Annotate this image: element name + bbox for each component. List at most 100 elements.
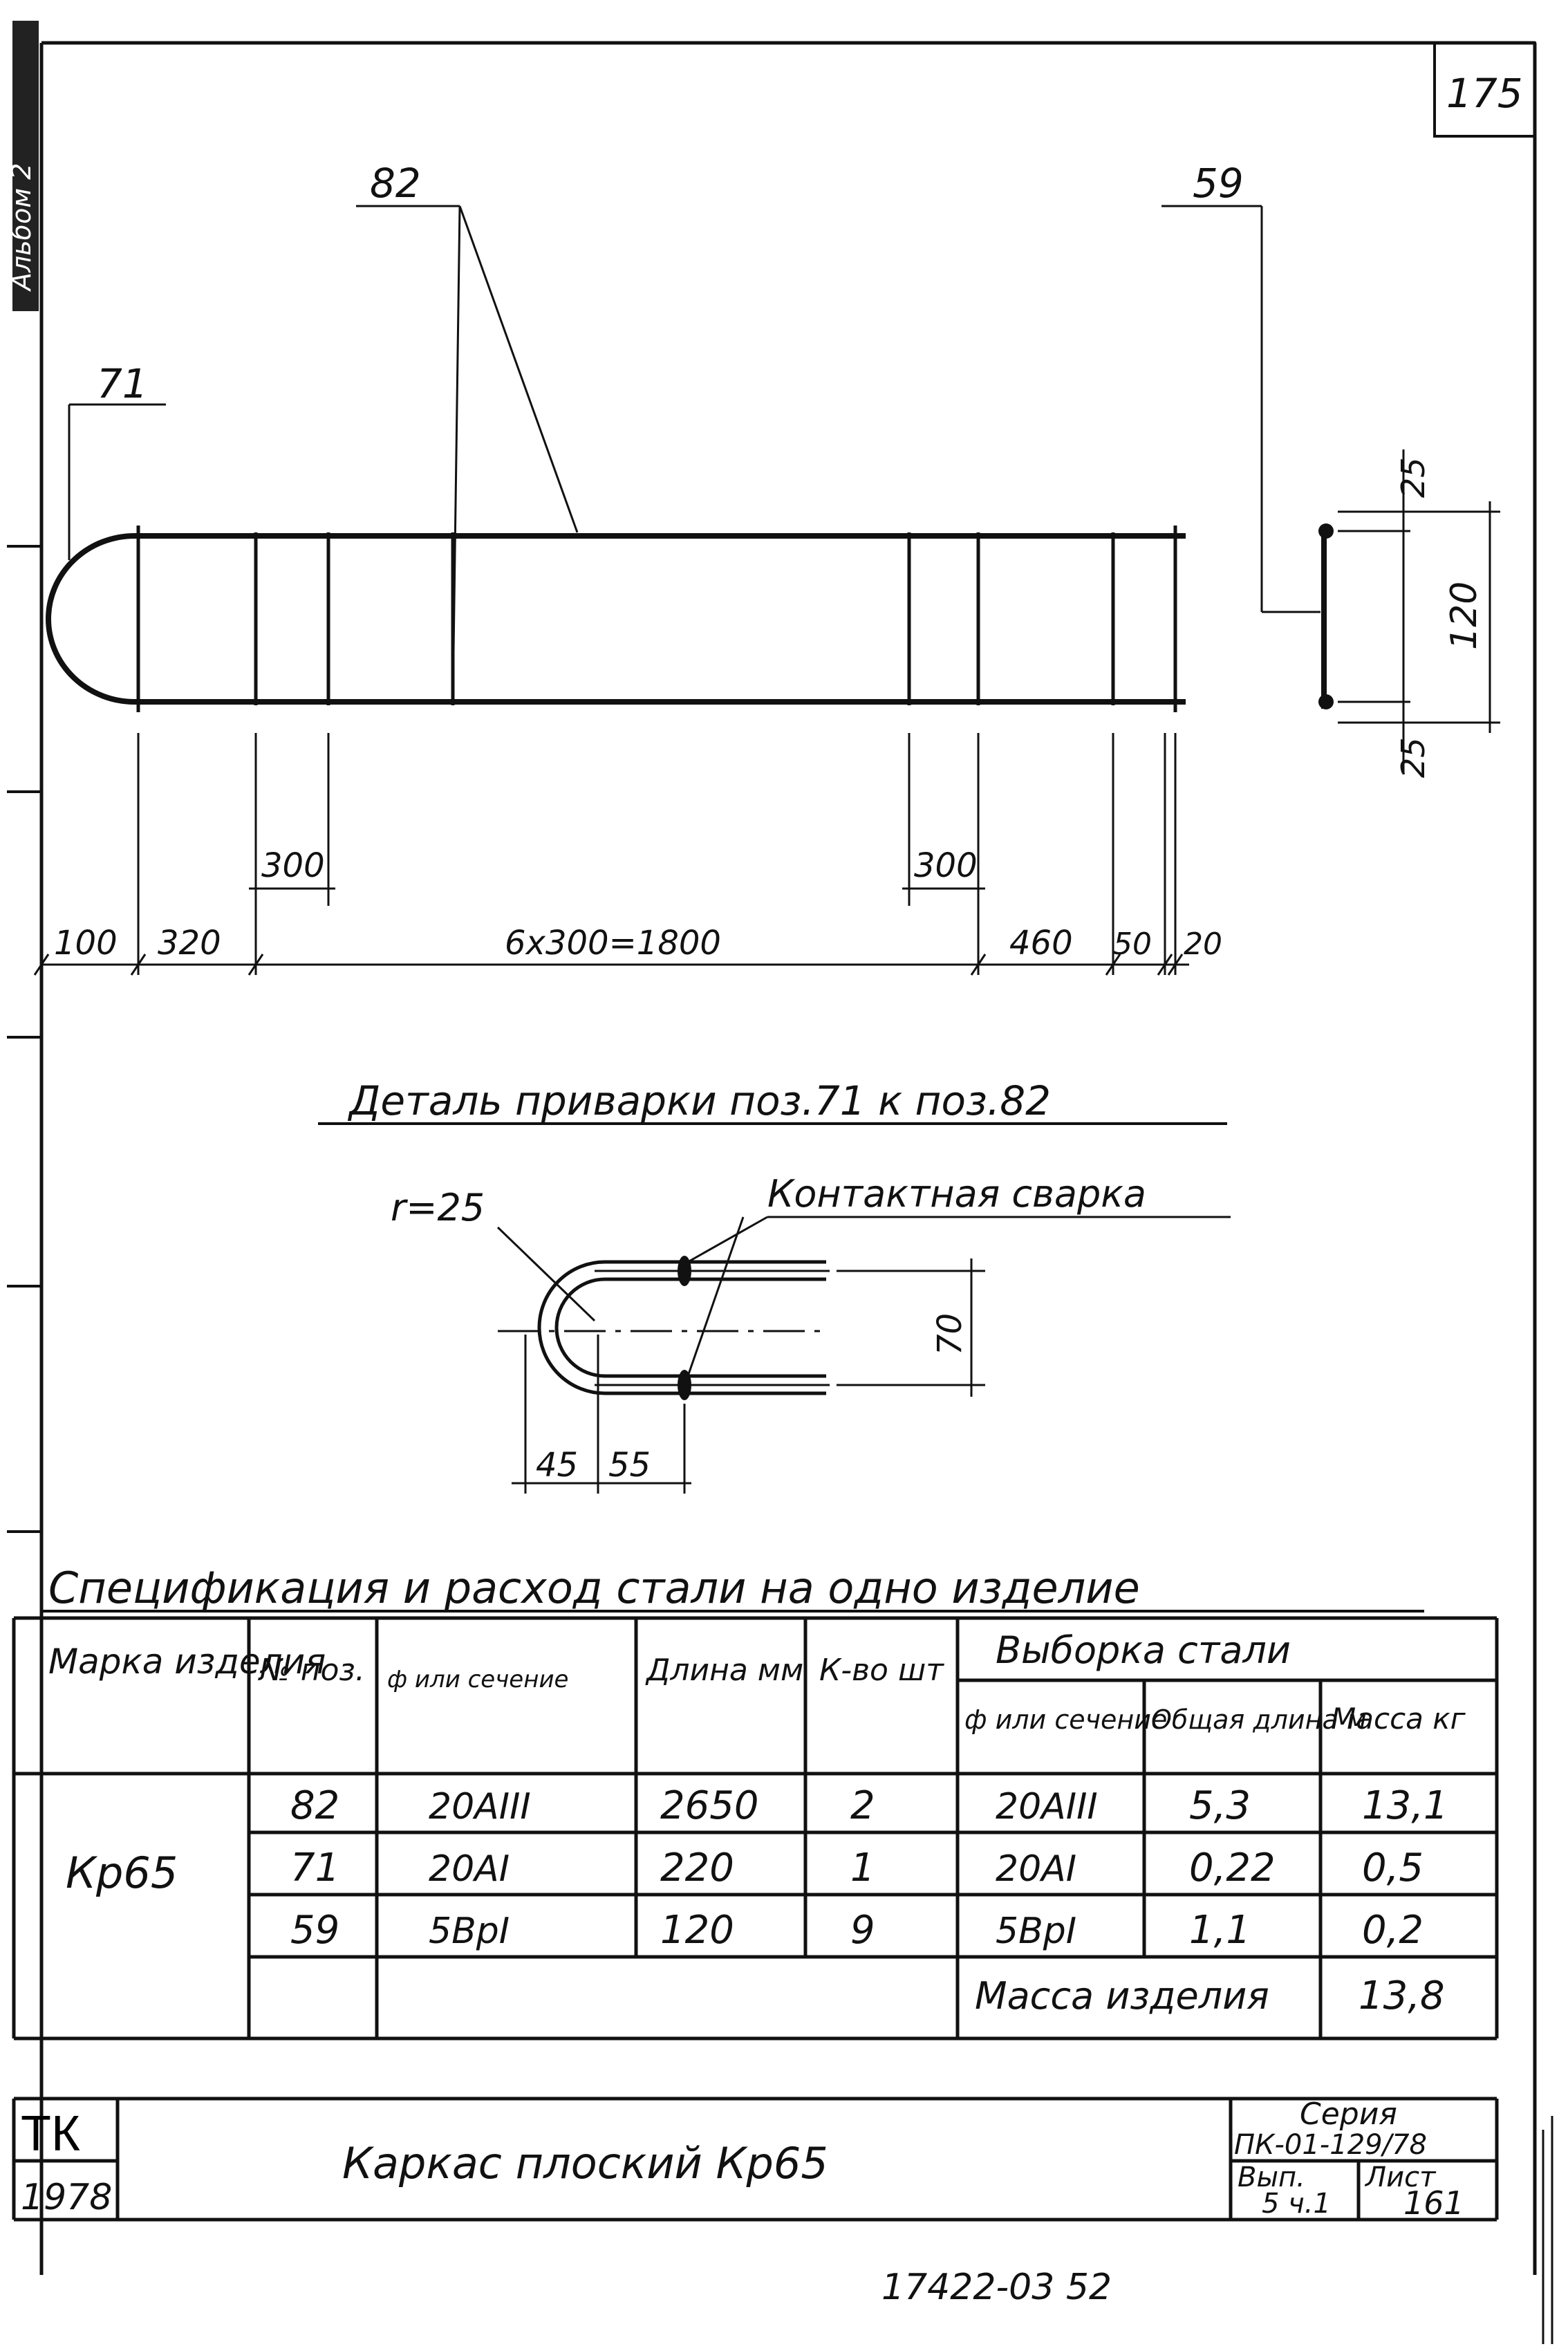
issue-label: Вып.	[1238, 2162, 1305, 2193]
callout-59: 59	[1193, 160, 1244, 207]
header-qty: К-во шт	[819, 1653, 944, 1688]
sheet-frame	[39, 41, 1537, 2275]
header-pos: № поз.	[257, 1653, 365, 1688]
side-stamp-text: Альбом 2	[6, 163, 37, 292]
weld-callout-label: Контактная сварка	[767, 1172, 1146, 1216]
weld-dim-70-lines	[837, 1258, 985, 1397]
table-row: 59 5BpI 120 9 5BpI 1,1 0,2	[290, 1908, 1424, 1953]
spec-title: Спецификация и расход стали на одно изде…	[48, 1563, 1140, 1613]
row-sel-section: 20AIII	[996, 1786, 1098, 1828]
row-total-length: 0,22	[1189, 1846, 1276, 1890]
table-row: 82 20AIII 2650 2 20AIII 5,3 13,1	[290, 1783, 1448, 1828]
row-length: 220	[660, 1846, 734, 1890]
weld-dim-70: 70	[931, 1313, 969, 1355]
row-sel-section: 20AI	[996, 1848, 1076, 1890]
mark-value: Кр65	[66, 1848, 178, 1898]
series-label: Серия	[1300, 2097, 1397, 2132]
section-dim-bottom: 25	[1394, 737, 1432, 778]
row-mass: 13,1	[1362, 1783, 1448, 1828]
row-qty: 2	[850, 1783, 875, 1828]
header-sel-mass: Масса кг	[1331, 1702, 1466, 1736]
section-bar-top	[1318, 523, 1334, 539]
header-mark: Марка изделия	[48, 1642, 326, 1682]
row-sel-section: 5BpI	[996, 1911, 1076, 1952]
bottom-code: 17422-03 52	[881, 2267, 1112, 2308]
sheet-value: 161	[1403, 2184, 1464, 2222]
section-bar-bottom	[1318, 694, 1334, 709]
row-pos: 71	[290, 1846, 339, 1890]
dim-320: 320	[158, 924, 221, 963]
weld-dim-45: 45	[536, 1446, 578, 1485]
row-total-length: 1,1	[1189, 1908, 1251, 1953]
section-extension-lines	[1338, 449, 1500, 774]
total-value: 13,8	[1359, 1973, 1445, 2018]
row-qty: 9	[850, 1908, 875, 1953]
section-dim-top: 25	[1394, 457, 1432, 498]
radius-leader	[496, 1226, 596, 1322]
weld-u-bar-inner	[554, 1277, 826, 1378]
series-value: ПК-01-129/78	[1234, 2129, 1427, 2161]
title-block: ТК 1978 Каркас плоский Кр65 Серия ПК-01-…	[12, 2097, 1499, 2222]
row-pos: 59	[290, 1908, 339, 1953]
weld-callout-leader-a	[687, 1216, 768, 1263]
weld-spot-top	[678, 1256, 691, 1286]
dim-100: 100	[54, 924, 118, 963]
row-mass: 0,5	[1362, 1846, 1424, 1890]
scan-edge-lines	[1542, 2116, 1553, 2344]
header-section: ф или сечение	[387, 1666, 568, 1693]
callout-71: 71	[97, 360, 148, 407]
corner-number: 175	[1446, 70, 1523, 117]
drawing-title: Каркас плоский Кр65	[342, 2138, 828, 2189]
weld-detail: Деталь приварки поз.71 к поз.82 r=25 Кон…	[318, 1077, 1231, 1494]
header-selection: Выборка стали	[996, 1628, 1291, 1672]
extension-lines	[137, 733, 1177, 975]
row-section: 20AIII	[429, 1786, 531, 1828]
spec-grid	[12, 1616, 1499, 2041]
row-mass: 0,2	[1362, 1908, 1424, 1953]
row-total-length: 5,3	[1189, 1783, 1251, 1828]
row-pos: 82	[290, 1783, 339, 1828]
callout-82-leader-b	[451, 205, 461, 703]
callout-82-leader-a	[458, 205, 579, 533]
dim-460: 460	[1009, 924, 1073, 963]
org-code: ТК	[21, 2106, 80, 2162]
dim-6x300: 6x300=1800	[505, 924, 721, 963]
total-label: Масса изделия	[975, 1974, 1269, 2018]
corner-number-box	[1433, 41, 1536, 138]
main-view: 100 320 6x300=1800 460 50 20 300 300 82 …	[33, 160, 1320, 976]
sheet-label: Лист	[1364, 2162, 1437, 2193]
issue-value: 5 ч.1	[1262, 2188, 1331, 2220]
spec-table: Спецификация и расход стали на одно изде…	[12, 1563, 1499, 2041]
weld-dim-55: 55	[608, 1446, 651, 1485]
row-section: 5BpI	[429, 1911, 510, 1952]
row-qty: 1	[850, 1846, 875, 1890]
u-bend-pos71	[46, 533, 136, 705]
title-block-grid	[12, 2097, 1499, 2222]
header-length: Длина мм	[645, 1653, 803, 1688]
weld-u-bar-outer	[537, 1260, 826, 1395]
row-section: 20AI	[429, 1848, 510, 1890]
header-sel-section: ф или сечение	[964, 1704, 1167, 1735]
table-row: 71 20AI 220 1 20AI 0,22 0,5	[290, 1846, 1424, 1890]
row-length: 120	[660, 1908, 734, 1953]
dim-20: 20	[1184, 927, 1222, 962]
transverse-rods	[136, 526, 1177, 712]
header-sel-total-length: Общая длина м	[1151, 1704, 1367, 1735]
weld-detail-title: Деталь приварки поз.71 к поз.82	[347, 1077, 1051, 1124]
callout-82: 82	[370, 160, 421, 207]
weld-callout-leader-b	[687, 1216, 745, 1377]
binding-stamp	[12, 21, 39, 311]
row-length: 2650	[660, 1783, 759, 1828]
dim-50: 50	[1113, 927, 1152, 962]
section-dim-middle: 120	[1444, 582, 1485, 650]
dim-300-right: 300	[914, 846, 978, 885]
dimension-ticks	[33, 954, 1184, 976]
section-view: 25 120 25	[1318, 449, 1500, 778]
weld-dim-45-55-lines	[512, 1335, 691, 1494]
weld-spot-bottom	[678, 1370, 691, 1400]
radius-label: r=25	[391, 1186, 485, 1229]
year: 1978	[21, 2177, 112, 2218]
margin-ticks	[7, 545, 41, 1533]
dim-300-left: 300	[261, 846, 325, 885]
